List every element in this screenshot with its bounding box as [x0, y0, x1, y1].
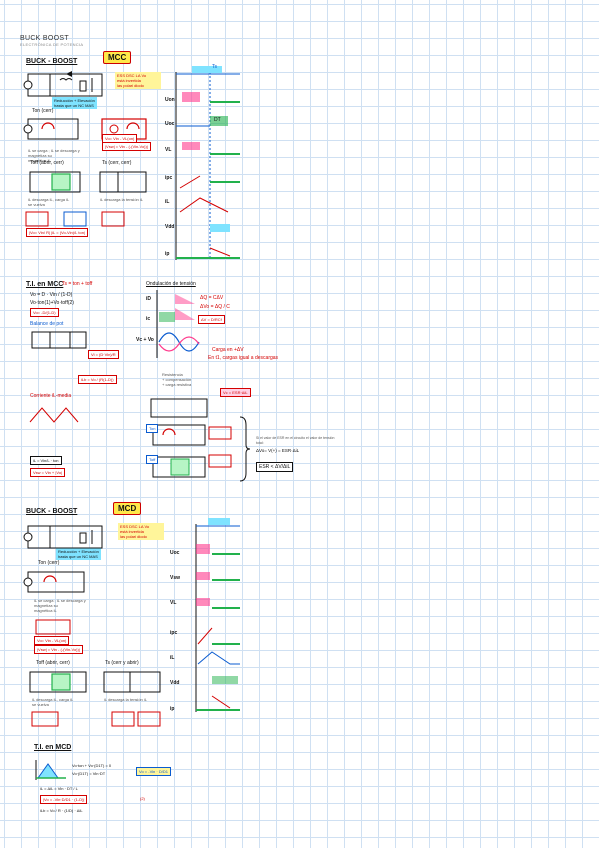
s4-title: T.I. en MCD [34, 744, 72, 751]
s2-sub: Ts = ton + toff [62, 281, 93, 287]
s1-ts-label: Ts [212, 64, 217, 70]
s1-toff-label: Toff (abrir, cerr) [30, 160, 64, 166]
s2-cap-title: Corriente iL-media [30, 393, 72, 399]
s3-wave-label-3: ipc [170, 630, 178, 636]
s3-mini-circuits [31, 711, 161, 727]
s2-osc-note2: En t1, cargas igual a descargas [208, 355, 279, 361]
s2-esr-eq: ΔVo= V(+) = ESR·ΔiL [256, 448, 300, 453]
s2-circuits [150, 398, 232, 478]
s2-osc-eq1: ΔQ = CΔV [200, 295, 224, 301]
s2-box3: iLb = Vo / (R(1-D)) [78, 375, 117, 384]
s2-right-note: Si el valor de ESR en el circuito el val… [256, 436, 335, 445]
page-header-title: BUCK BOOST [20, 35, 69, 42]
s1-mini-circuits [25, 211, 125, 227]
s3-toff-label: Toff (abrir, cerr) [36, 660, 70, 666]
s1-eq-vsw: |Vsw| = Vin - (-(Vin-Vo))| [102, 142, 151, 151]
s1-dt-label: DT [214, 117, 221, 123]
s1-wave-label-4: iL [165, 199, 170, 205]
s2-brace [239, 416, 251, 482]
s1-toff2-label: Ts (cerr, cerr) [102, 160, 132, 166]
s3-wave-label-6: ip [170, 706, 175, 712]
s2-osc-eq3: ΔV = D/RCf [198, 315, 225, 324]
s2-osc-eq2: ΔVo = ΔQ / C [200, 304, 230, 310]
s1-note-yellow: ESS DSC LA Vo está invertida las polari … [115, 72, 161, 89]
s4-eq5: (2) [140, 796, 145, 801]
s2-resistencia-label: Resistencia + compensación + carga resis… [162, 372, 192, 387]
s3-toff2-label: Ts (cerr y abrir) [105, 660, 139, 666]
s1-waveforms [175, 66, 240, 260]
s3-note-yellow: ESS DSC LA Vo está invertida las polari … [118, 523, 164, 540]
s2-osc-label-id: iD [146, 296, 151, 302]
s3-waveforms [195, 518, 240, 712]
s3-wave-label-4: iL [170, 655, 175, 661]
s2-osc-note1: Carga en +ΔV [212, 347, 244, 353]
s2-il-eq: iL = Vin/L · ton [30, 456, 62, 465]
s2-esr-box: Vc = ESR·ΔiL [220, 388, 251, 397]
s3-note-cyan: Reducción + Elevación hasta que un NC MA… [56, 548, 101, 560]
s4-box1: Vo = -Vin · D/D1 [136, 767, 171, 776]
s1-text1: iL se carga ; iL se descarga y magnetiza… [28, 148, 80, 163]
s1-wave-label-1: Uoc [165, 121, 175, 127]
s1-mode-badge: MCC [103, 51, 132, 64]
s4-eq4: iLb = Vo / R · (1/D) · ΔiL [40, 808, 83, 813]
s3-text1: iL se carga ; iL se descarga y magnetiza… [34, 598, 86, 613]
s1-eq-toff: |Vo= Vin/ R| |iL = (Vo-Vin)/L ton| [26, 228, 88, 237]
s3-eq-vsw: |Vsw| = Vin - (-(Vin-Vo))| [34, 645, 83, 654]
page-header-subtitle: ELECTRÓNICA DE POTENCIA [20, 42, 84, 47]
s2-osc-title: Ondulación de tensión [146, 281, 196, 287]
s4-eq1: Vo·ton + Vo·(D1T) = 0 [72, 763, 112, 768]
s2-toff-box: Toff [146, 455, 159, 464]
s3-circuit-ton [23, 571, 85, 593]
s2-box2: Vi = (D·Vin)/R [88, 350, 119, 359]
s3-mini-ton [35, 619, 71, 635]
s1-wave-label-6: ip [165, 251, 170, 257]
s3-circuit-toff [29, 671, 161, 693]
s1-circuit-toff [29, 171, 147, 193]
s3-mode-badge: MCD [113, 502, 142, 515]
s1-wave-label-5: Vdd [165, 224, 175, 230]
s3-wave-label-1: Vsw [170, 575, 181, 581]
s4-eq3: iL = ΔiL = Vin · DT / L [40, 786, 78, 791]
s1-text3: iL descarga la tensión iL [100, 197, 143, 202]
s3-wave-label-0: Uoc [170, 550, 180, 556]
s2-eq2: Vo·ton(1)+Vo·toff(2) [30, 300, 74, 306]
s1-wave-label-3: ipc [165, 175, 173, 181]
s4-mini-plot [35, 760, 66, 780]
s2-box1: Vo= -D/(1-D) [30, 308, 59, 317]
s3-eq-on: Vo= Vin - VL(on) [34, 636, 70, 645]
s4-eq2: Vo·(D1T) = Vin·DT [72, 771, 106, 776]
s3-wave-label-5: Vdd [170, 680, 180, 686]
s3-text3: iL descarga la tensión iL [104, 697, 147, 702]
s1-note-cyan: Reducción + Elevación hasta que un NC MA… [52, 97, 97, 109]
s1-title: BUCK - BOOST [26, 58, 78, 65]
s1-wave-label-0: Uon [165, 97, 175, 103]
s3-title: BUCK - BOOST [26, 508, 78, 515]
s1-text2: iL descarga iL, carga iL se vuelva [28, 197, 70, 207]
s2-ton-box: Ton [146, 424, 159, 433]
s1-ton-label: Ton (cerr) [32, 108, 54, 114]
s2-osc-label-vc: Vc + Vo [136, 337, 154, 343]
s4-box2: |Vo = -Vin·D/D1 · (1-D)| [40, 795, 88, 804]
s1-wave-label-2: VL [165, 147, 172, 153]
s2-esr-big: ESR < ΔV/ΔiL [256, 462, 294, 472]
s2-balance-circuit [31, 331, 87, 349]
s3-ton-label: Ton (cerr) [38, 560, 60, 566]
s2-vsw-eq: Vsw = Vin + |Vo| [30, 468, 66, 477]
s3-text2: iL descarga iL, carga iL se vuelva [32, 697, 74, 707]
s2-balance-title: Balance de pot [30, 321, 64, 327]
s3-circuit-main [23, 525, 103, 549]
page-header: BUCK BOOST ELECTRÓNICA DE POTENCIA [20, 35, 83, 47]
s2-title: T.I. en MCC [26, 281, 64, 288]
s1-circuit-main [23, 71, 103, 97]
s2-osc-plot [156, 290, 200, 358]
s3-wave-label-2: VL [170, 600, 177, 606]
s2-osc-label-ic: ic [146, 316, 151, 322]
s2-eq1: Vo = D · Vin / (1-D) [30, 292, 73, 298]
s2-triangle-wave [29, 407, 79, 423]
